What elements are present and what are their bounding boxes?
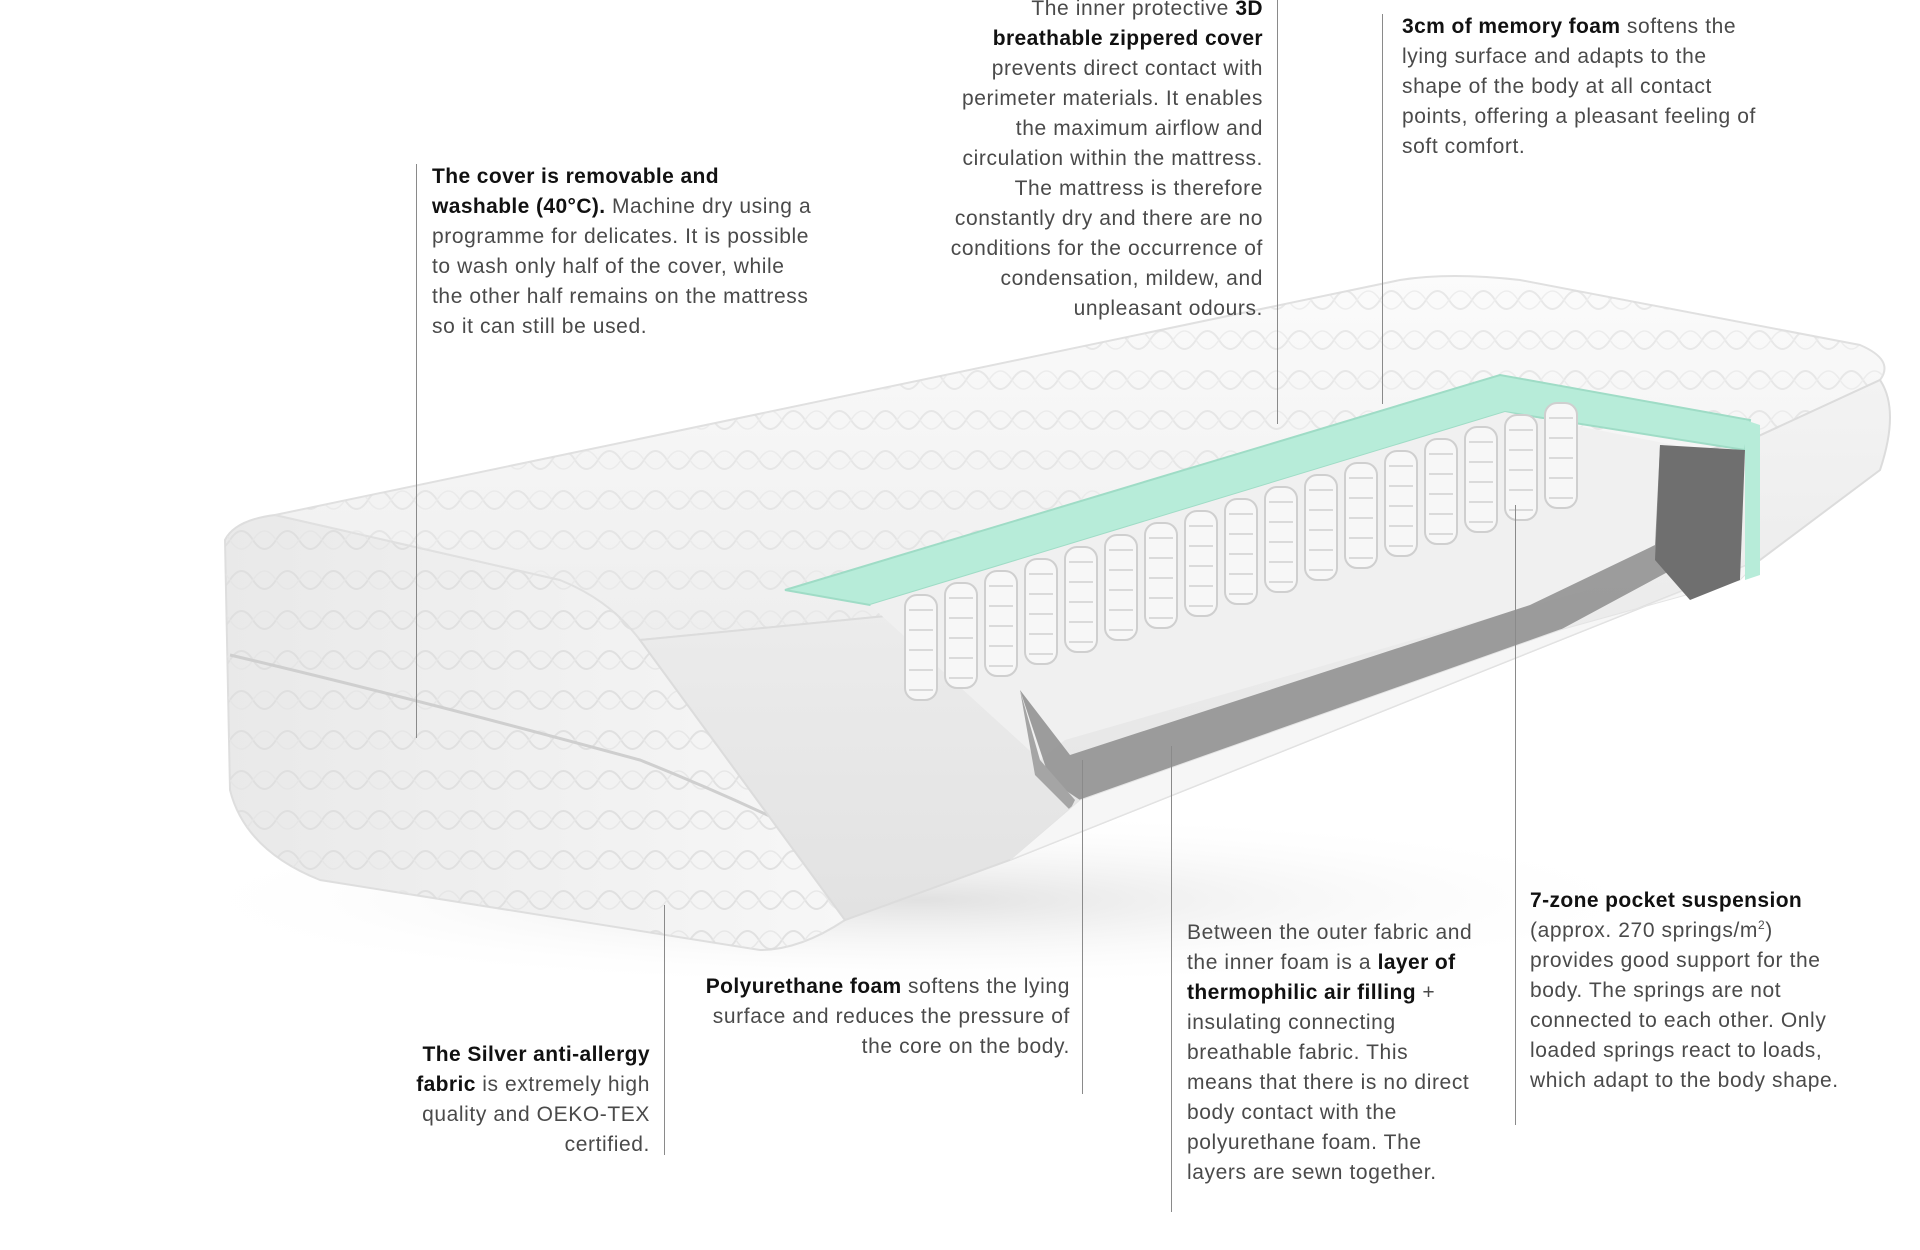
polyurethane-foam-frame: [1020, 445, 1700, 800]
silver-fabric-heading: The Silver anti-allergy fabric: [416, 1043, 650, 1096]
leader-line-polyurethane-foam: [1082, 760, 1083, 1094]
thermophilic-heading: layer of thermophilic air filling: [1187, 951, 1456, 1004]
leader-line-memory-foam: [1382, 14, 1383, 404]
spring-pocket: [1544, 402, 1578, 509]
polyurethane-foam-text: softens the lying surface and reduces th…: [712, 975, 1070, 1058]
cutaway-section: [784, 373, 1761, 861]
zipper-cover-heading: 3D breathable zippered cover: [992, 0, 1263, 50]
spring-pocket: [1024, 558, 1058, 665]
zipper-seam: [229, 653, 841, 852]
thermophilic-prefix: Between the outer fabric and the inner f…: [1187, 921, 1473, 974]
annotation-zipper-cover: The inner protective 3D breathable zippe…: [925, 0, 1263, 324]
leader-line-removable-cover: [416, 164, 417, 738]
spring-pocket: [1144, 522, 1178, 629]
leader-line-pocket-suspension: [1515, 505, 1516, 1125]
annotation-polyurethane-foam: Polyurethane foam softens the lying surf…: [680, 972, 1070, 1062]
silver-fabric-text: is extremely high quality and OEKO-TEX c…: [422, 1073, 650, 1156]
thermophilic-text: + insulating connecting breathable fabri…: [1187, 981, 1470, 1184]
pocket-suspension-text-a: (approx. 270 springs/m: [1530, 919, 1758, 942]
leader-line-silver-fabric: [664, 905, 665, 1155]
annotation-removable-cover: The cover is removable and washable (40°…: [432, 162, 818, 342]
leader-line-thermophilic-layer: [1171, 746, 1172, 1212]
pocket-suspension-heading: 7-zone pocket suspension: [1530, 889, 1803, 912]
removable-cover-text: Machine dry using a programme for delica…: [432, 195, 812, 338]
pocket-suspension-text-b: ) provides good support for the body. Th…: [1530, 919, 1839, 1092]
spring-pocket: [944, 582, 978, 689]
spring-pocket: [1424, 438, 1458, 545]
spring-pocket: [1344, 462, 1378, 569]
annotation-silver-fabric: The Silver anti-allergy fabric is extrem…: [390, 1040, 650, 1160]
annotation-thermophilic-layer: Between the outer fabric and the inner f…: [1187, 918, 1477, 1188]
annotation-pocket-suspension: 7-zone pocket suspension (approx. 270 sp…: [1530, 886, 1850, 1096]
spring-pocket: [1064, 546, 1098, 653]
memory-foam-heading: 3cm of memory foam: [1402, 15, 1621, 38]
pocket-suspension-superscript: 2: [1757, 918, 1766, 932]
spring-pocket: [1504, 414, 1538, 521]
spring-pocket: [1224, 498, 1258, 605]
spring-pocket: [1264, 486, 1298, 593]
spring-pocket: [1304, 474, 1338, 581]
spring-pocket: [1384, 450, 1418, 557]
spring-pocket: [1104, 534, 1138, 641]
spring-pocket: [904, 594, 938, 701]
removable-cover-heading: The cover is removable and washable (40°…: [432, 165, 720, 218]
polyurethane-foam-heading: Polyurethane foam: [705, 975, 902, 998]
zipper-cover-prefix: The inner protective: [1031, 0, 1236, 20]
zipper-cover-text: prevents direct contact with perimeter m…: [950, 57, 1263, 320]
spring-pocket: [984, 570, 1018, 677]
leader-line-zipper-cover: [1277, 0, 1278, 424]
spring-pocket: [1464, 426, 1498, 533]
spring-pocket: [1184, 510, 1218, 617]
memory-foam-text: softens the lying surface and adapts to …: [1402, 15, 1756, 158]
annotation-memory-foam: 3cm of memory foam softens the lying sur…: [1402, 12, 1762, 162]
pocket-springs: [904, 402, 1578, 701]
